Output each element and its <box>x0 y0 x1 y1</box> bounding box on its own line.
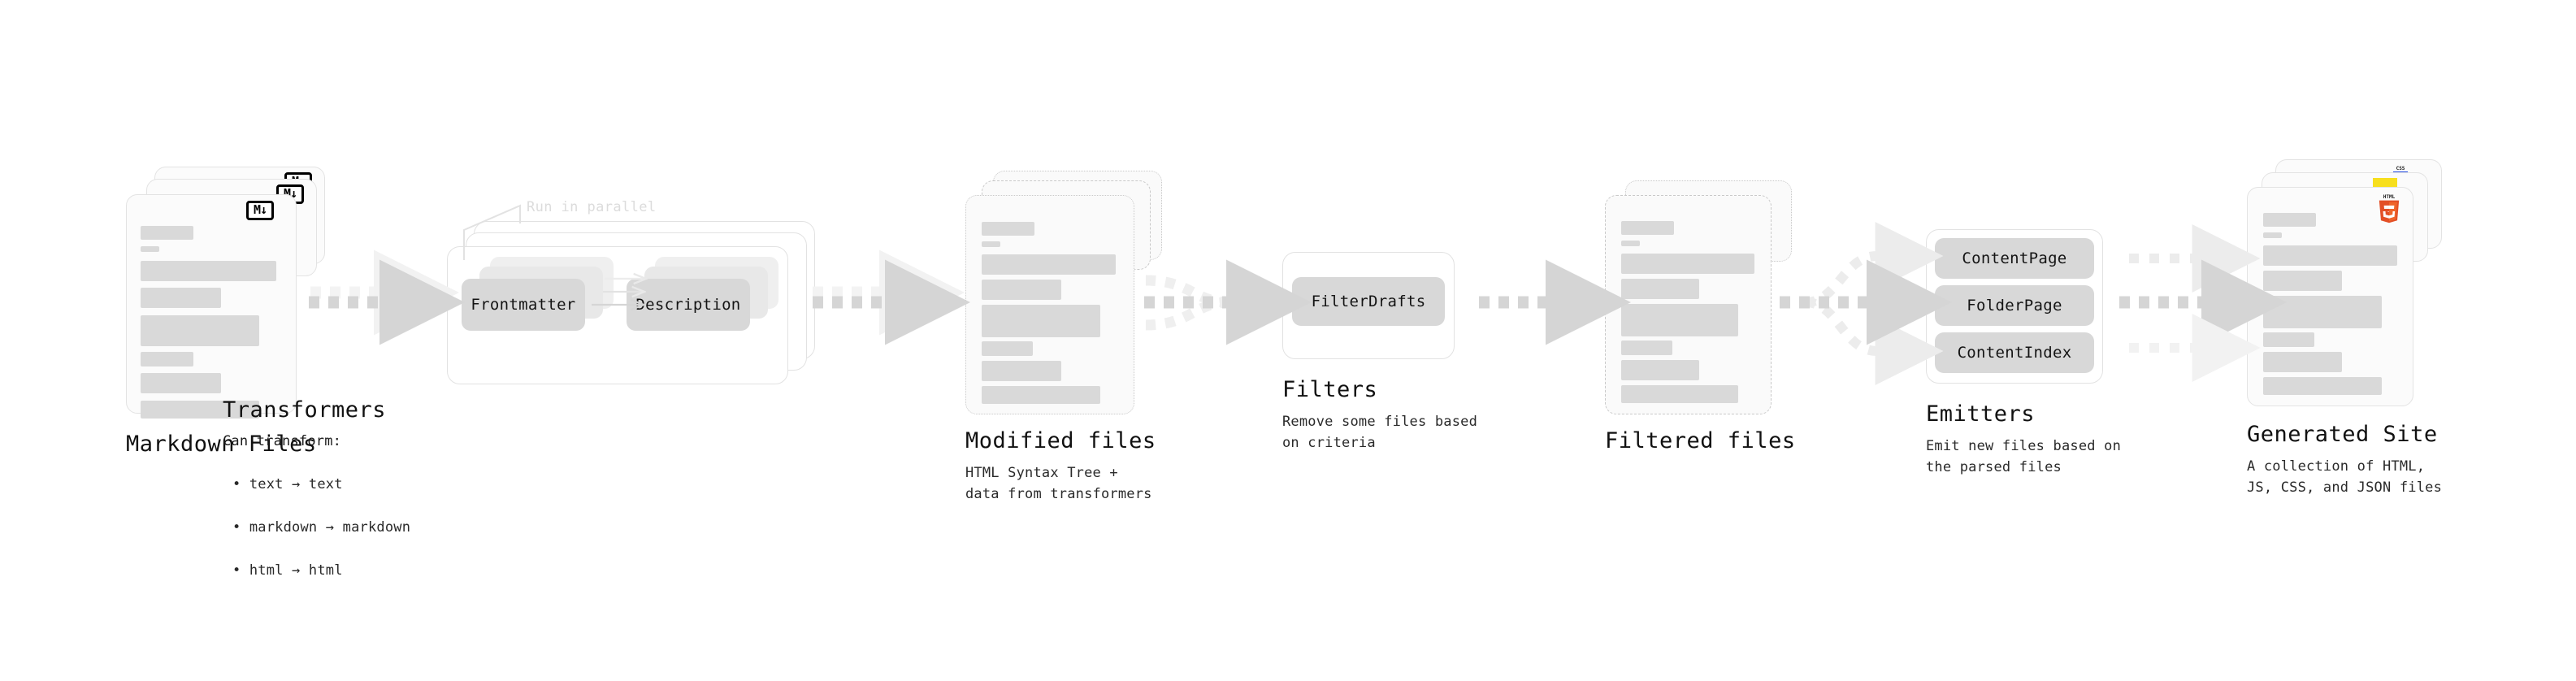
placeholder-line <box>141 288 221 308</box>
transformers-desc-lead: Can transform: <box>223 433 342 449</box>
transformer-chip-description-label: Description <box>635 296 741 314</box>
stage-title-modified-files-2: Modified files <box>965 428 1156 453</box>
placeholder-line <box>2263 352 2342 372</box>
svg-text:HTML: HTML <box>2383 194 2396 200</box>
transformers-bullet-item: • html → html <box>232 562 343 579</box>
placeholder-line <box>1621 360 1699 380</box>
generated-site-desc: A collection of HTML, JS, CSS, and JSON … <box>2247 458 2443 497</box>
markdown-badge-front-label: M↓ <box>253 202 267 217</box>
svg-text:CSS: CSS <box>2396 166 2405 171</box>
placeholder-line <box>1621 254 1754 274</box>
html5-icon: HTML <box>2379 194 2400 223</box>
placeholder-line <box>2263 232 2282 238</box>
filter-chip-filterdrafts-label: FilterDrafts <box>1311 293 1426 310</box>
placeholder-line <box>141 226 193 240</box>
arrow-filtered-to-emitters <box>1780 222 1952 385</box>
transformer-chip-frontmatter[interactable]: Frontmatter <box>462 279 585 331</box>
emitter-chip-contentindex-label: ContentIndex <box>1957 344 2072 362</box>
emitter-chip-contentindex[interactable]: ContentIndex <box>1935 332 2094 373</box>
markdown-badge-front: M↓ <box>246 201 274 220</box>
placeholder-line <box>2263 296 2382 328</box>
placeholder-line <box>1621 279 1699 299</box>
arrow-emitters-to-site <box>2119 224 2287 382</box>
placeholder-line <box>141 373 221 393</box>
placeholder-line <box>141 401 259 419</box>
filters-desc: Remove some files based on criteria <box>1282 414 1478 452</box>
emitter-chip-contentpage-label: ContentPage <box>1962 249 2067 267</box>
transformer-chip-description[interactable]: Description <box>627 279 750 331</box>
stage-title-transformers: Transformers <box>223 397 387 423</box>
emitter-chip-folderpage-label: FolderPage <box>1967 297 2062 314</box>
stage-title-emitters: Emitters <box>1926 401 2036 427</box>
run-in-parallel-label: Run in parallel <box>527 199 657 215</box>
transformers-bullet-list: • text → text • markdown → markdown • ht… <box>232 453 410 602</box>
placeholder-line <box>982 222 1034 236</box>
transformers-bullet-item: • markdown → markdown <box>232 519 411 536</box>
placeholder-line <box>1621 304 1738 336</box>
emitter-chip-folderpage[interactable]: FolderPage <box>1935 285 2094 326</box>
placeholder-line <box>1621 340 1672 355</box>
arrow-markdown-to-transformers <box>309 249 465 345</box>
arrow-transformers-to-modified <box>813 249 970 345</box>
placeholder-line <box>2263 271 2342 291</box>
modified-files-desc: HTML Syntax Tree + data from transformer… <box>965 465 1152 503</box>
placeholder-line <box>982 341 1033 356</box>
stage-title-markdown-files: Markdown Files <box>126 432 317 457</box>
placeholder-line <box>141 246 159 252</box>
placeholder-line <box>2263 213 2316 227</box>
placeholder-line <box>1621 221 1674 235</box>
placeholder-line <box>982 254 1116 275</box>
placeholder-line <box>982 280 1061 300</box>
placeholder-line <box>982 386 1100 404</box>
emitter-chip-contentpage[interactable]: ContentPage <box>1935 238 2094 279</box>
transformer-chip-frontmatter-label: Frontmatter <box>471 296 576 314</box>
emitters-desc: Emit new files based on the parsed files <box>1926 438 2122 476</box>
placeholder-line <box>1621 241 1640 246</box>
placeholder-line <box>2263 245 2397 266</box>
stage-title-filtered-files: Filtered files <box>1605 428 1796 453</box>
placeholder-line <box>141 261 276 281</box>
placeholder-line <box>982 361 1061 381</box>
transformers-bullet-item: • text → text <box>232 476 343 493</box>
placeholder-line <box>141 352 193 367</box>
html5-badge: HTML <box>2377 193 2401 223</box>
placeholder-line <box>2263 332 2314 347</box>
stage-title-filters: Filters <box>1282 377 1378 402</box>
placeholder-line <box>2263 377 2382 395</box>
placeholder-line <box>141 315 259 346</box>
placeholder-line <box>982 241 1000 247</box>
filter-chip-filterdrafts[interactable]: FilterDrafts <box>1292 277 1445 326</box>
stage-title-generated-site: Generated Site <box>2247 422 2438 447</box>
arrow-modified-to-filters <box>1144 259 1312 345</box>
placeholder-line <box>1621 385 1738 403</box>
placeholder-line <box>982 305 1100 337</box>
